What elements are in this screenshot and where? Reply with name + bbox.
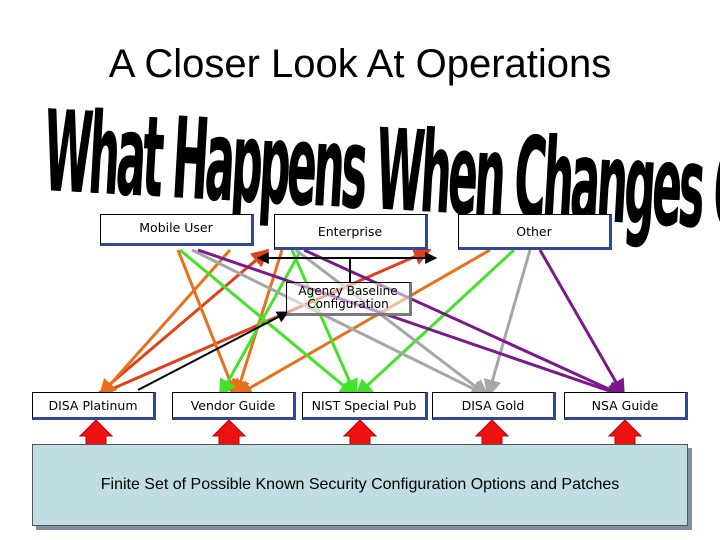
enterprise-box: Enterprise — [274, 214, 428, 250]
purple-arrow — [538, 249, 626, 398]
disa-gold-box: DISA Gold — [432, 392, 556, 420]
disa-gold-label: DISA Gold — [461, 397, 525, 413]
green-arrow — [354, 248, 516, 398]
mobile-user-box: Mobile User — [100, 214, 254, 246]
configuration-options-panel: Finite Set of Possible Known Security Co… — [32, 444, 688, 526]
agency-baseline-box: Agency Baseline Configuration — [286, 282, 412, 316]
vendor-guide-label: Vendor Guide — [190, 397, 276, 413]
other-box: Other — [458, 214, 612, 250]
purple-arrows — [197, 248, 626, 400]
green-arrows — [179, 248, 516, 398]
green-arrow — [218, 251, 302, 398]
gray-arrow — [483, 249, 532, 398]
red-arrow — [95, 248, 432, 398]
disa-platinum-label: DISA Platinum — [48, 397, 138, 413]
subtitle-wrap: What Happens When Changes Occur to the V… — [30, 82, 720, 288]
black-arrows — [137, 252, 438, 391]
orange-arrow — [176, 249, 239, 398]
gray-arrows — [191, 248, 532, 398]
nsa-guide-box: NSA Guide — [564, 392, 688, 420]
disa-platinum-box: DISA Platinum — [32, 392, 156, 420]
nist-special-pub-label: NIST Special Pub — [311, 397, 417, 413]
orange-arrow — [234, 248, 491, 398]
slide-title: A Closer Look At Operations — [108, 42, 612, 86]
orange-arrow — [232, 249, 284, 398]
slide-subtitle: What Happens When Changes Occur to the V… — [40, 88, 720, 288]
red-arrow — [95, 248, 270, 398]
nsa-guide-label: NSA Guide — [591, 397, 659, 413]
agency-baseline-label: Agency Baseline Configuration — [298, 284, 398, 311]
purple-arrow — [303, 248, 626, 398]
enterprise-label: Enterprise — [317, 223, 383, 239]
vendor-guide-box: Vendor Guide — [172, 392, 296, 420]
mobile-user-label: Mobile User — [139, 219, 213, 235]
orange-arrows — [98, 248, 491, 398]
other-label: Other — [516, 223, 552, 239]
nist-special-pub-box: NIST Special Pub — [302, 392, 428, 420]
green-arrow — [179, 248, 358, 398]
red-arrows — [95, 248, 432, 398]
gray-arrow — [295, 248, 490, 398]
green-arrow — [290, 249, 358, 398]
gray-arrow — [191, 248, 490, 398]
black-arrow — [137, 311, 290, 391]
configuration-options-text: Finite Set of Possible Known Security Co… — [100, 476, 620, 493]
purple-arrow — [197, 248, 626, 400]
orange-arrow — [98, 249, 232, 398]
